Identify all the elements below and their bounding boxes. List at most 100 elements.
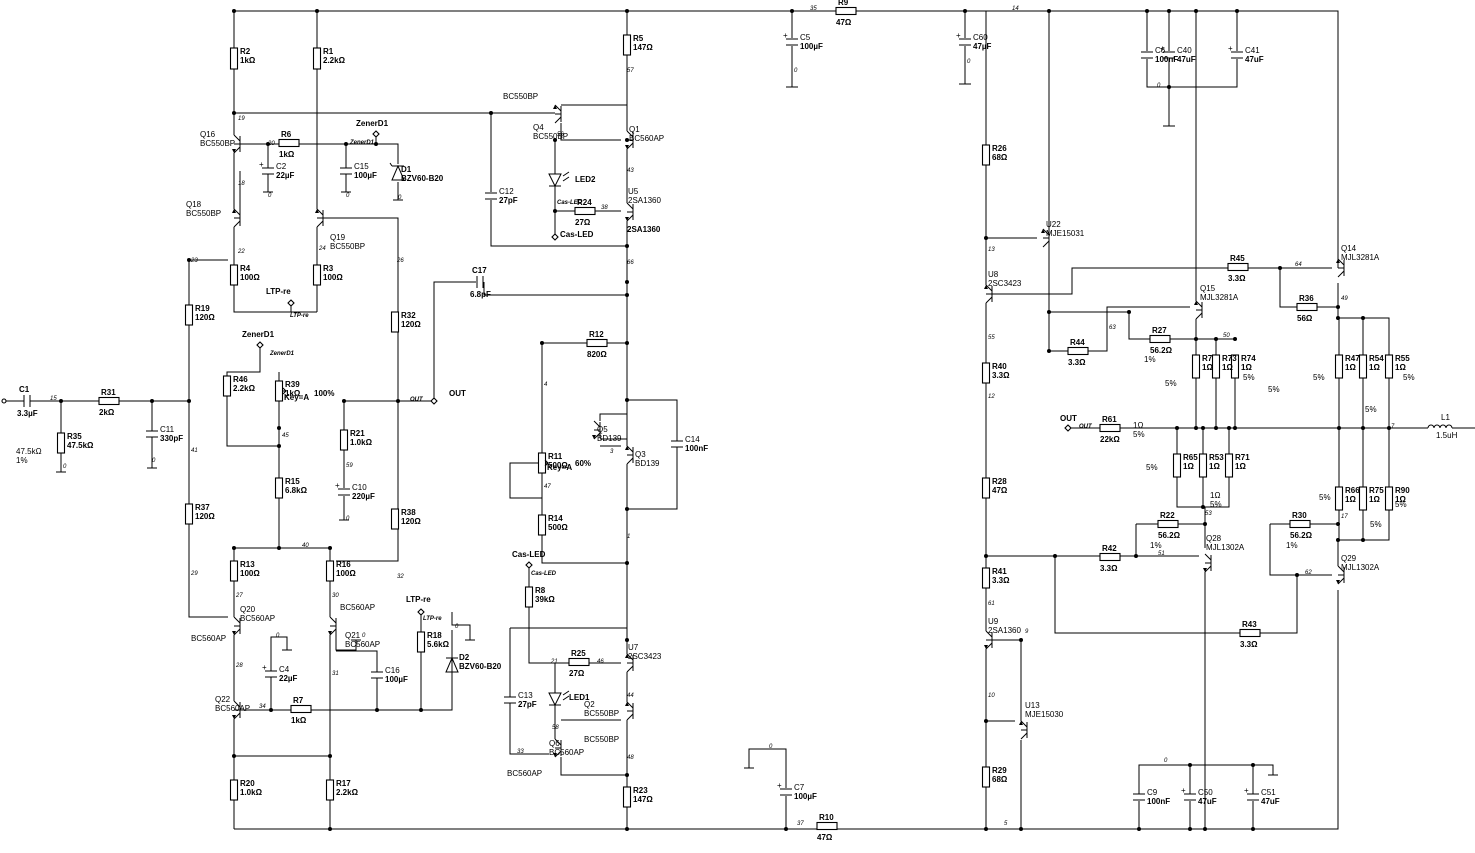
text-label: 0 xyxy=(455,624,459,630)
resistor-ref: R27 xyxy=(1152,326,1167,335)
collector-lead xyxy=(593,420,601,428)
text-label: BC560AP xyxy=(191,634,226,643)
transistor-ref: U13 xyxy=(1025,701,1040,710)
collector-lead xyxy=(626,713,634,721)
collector-lead xyxy=(233,134,241,142)
text-label: 0 xyxy=(967,59,971,65)
resistor-body xyxy=(1230,354,1240,379)
text-label: 5% xyxy=(1319,493,1331,502)
capacitor-value: 47uF xyxy=(1261,797,1280,806)
emitter-arrow xyxy=(1019,721,1023,725)
transistor-part: 2SC3423 xyxy=(628,652,662,661)
resistor-body xyxy=(229,779,239,801)
resistor-ref: R32 xyxy=(401,311,416,320)
text-label: 1Ω xyxy=(1210,491,1220,500)
polarity-mark: + xyxy=(1160,44,1165,53)
resistor-value: 1kΩ xyxy=(291,716,307,725)
zener-diode-d2 xyxy=(445,656,459,673)
transistor-ref: Q21 xyxy=(345,631,361,640)
resistor-body xyxy=(1334,486,1344,511)
resistor-body xyxy=(1227,262,1249,272)
inductor-l1-icon xyxy=(1427,424,1453,429)
resistor-body xyxy=(312,264,322,286)
resistor-body xyxy=(1067,346,1089,356)
resistor-body xyxy=(184,503,194,525)
transistor-part: BC560AP xyxy=(629,134,664,143)
resistor-ref: R72 xyxy=(1202,354,1217,363)
text-label: 5% xyxy=(1243,373,1255,382)
text-label: 0 xyxy=(63,464,67,470)
text-label: 37 xyxy=(797,821,804,827)
resistor-ref: R9 xyxy=(838,0,849,7)
resistor-body xyxy=(274,477,284,499)
resistor-ref: R43 xyxy=(1242,620,1257,629)
resistor-value: 120Ω xyxy=(195,512,215,521)
text-label: ZenerD1 xyxy=(356,119,389,128)
resistor-body xyxy=(1172,453,1182,478)
capacitor-ref: C12 xyxy=(499,187,514,196)
text-label: 0 xyxy=(398,195,402,201)
text-label: 19 xyxy=(238,116,245,122)
capacitor-value: 100µF xyxy=(800,42,823,51)
resistor-body xyxy=(1191,354,1201,379)
text-label: 21 xyxy=(550,659,558,665)
resistor-body xyxy=(586,338,608,348)
polarity-mark: + xyxy=(777,781,782,790)
capacitor-ref: C4 xyxy=(279,665,290,674)
resistor-ref: R29 xyxy=(992,766,1007,775)
capacitor-value: 27pF xyxy=(518,700,537,709)
led1-icon xyxy=(548,690,570,707)
resistor-value: 120Ω xyxy=(195,313,215,322)
resistor-ref: R75 xyxy=(1369,486,1384,495)
resistor-body xyxy=(416,631,426,653)
capacitor-value: 100nF xyxy=(1147,797,1170,806)
resistor-value: 47Ω xyxy=(992,486,1008,495)
resistor-value: 56.2Ω xyxy=(1290,531,1313,540)
emitter-lead xyxy=(1020,720,1028,728)
text-label: 22 xyxy=(237,249,245,255)
resistor-ref: R11 xyxy=(548,452,563,461)
text-label: 7 xyxy=(1391,424,1395,430)
emitter-lead xyxy=(1337,258,1345,266)
transistor-ref: U5 xyxy=(628,187,639,196)
resistor-value: 27Ω xyxy=(575,218,591,227)
resistor-body xyxy=(1099,552,1121,562)
resistor-value: 2.2kΩ xyxy=(336,788,359,797)
resistor-body xyxy=(1198,453,1208,478)
emitter-arrow xyxy=(1203,568,1207,572)
resistor-value: 1.0kΩ xyxy=(350,438,373,447)
text-label: 26 xyxy=(396,258,404,264)
polarity-mark: + xyxy=(1228,44,1233,53)
text-label: OUT xyxy=(1079,424,1093,430)
capacitor-value: 47uF xyxy=(1198,797,1217,806)
text-label: 59 xyxy=(346,463,353,469)
text-label: 0 xyxy=(268,193,272,199)
transistor-part: BD139 xyxy=(635,459,660,468)
resistor-ref: R30 xyxy=(1292,511,1307,520)
resistor-value: 1kΩ xyxy=(285,389,301,398)
collector-lead xyxy=(233,616,241,624)
resistor-ref: R12 xyxy=(589,330,604,339)
resistor-body xyxy=(390,508,400,530)
transistor-ref: U8 xyxy=(988,270,999,279)
transistor-ref: U22 xyxy=(1046,220,1061,229)
resistor-ref: R41 xyxy=(992,567,1007,576)
emitter-arrow xyxy=(1194,301,1198,305)
